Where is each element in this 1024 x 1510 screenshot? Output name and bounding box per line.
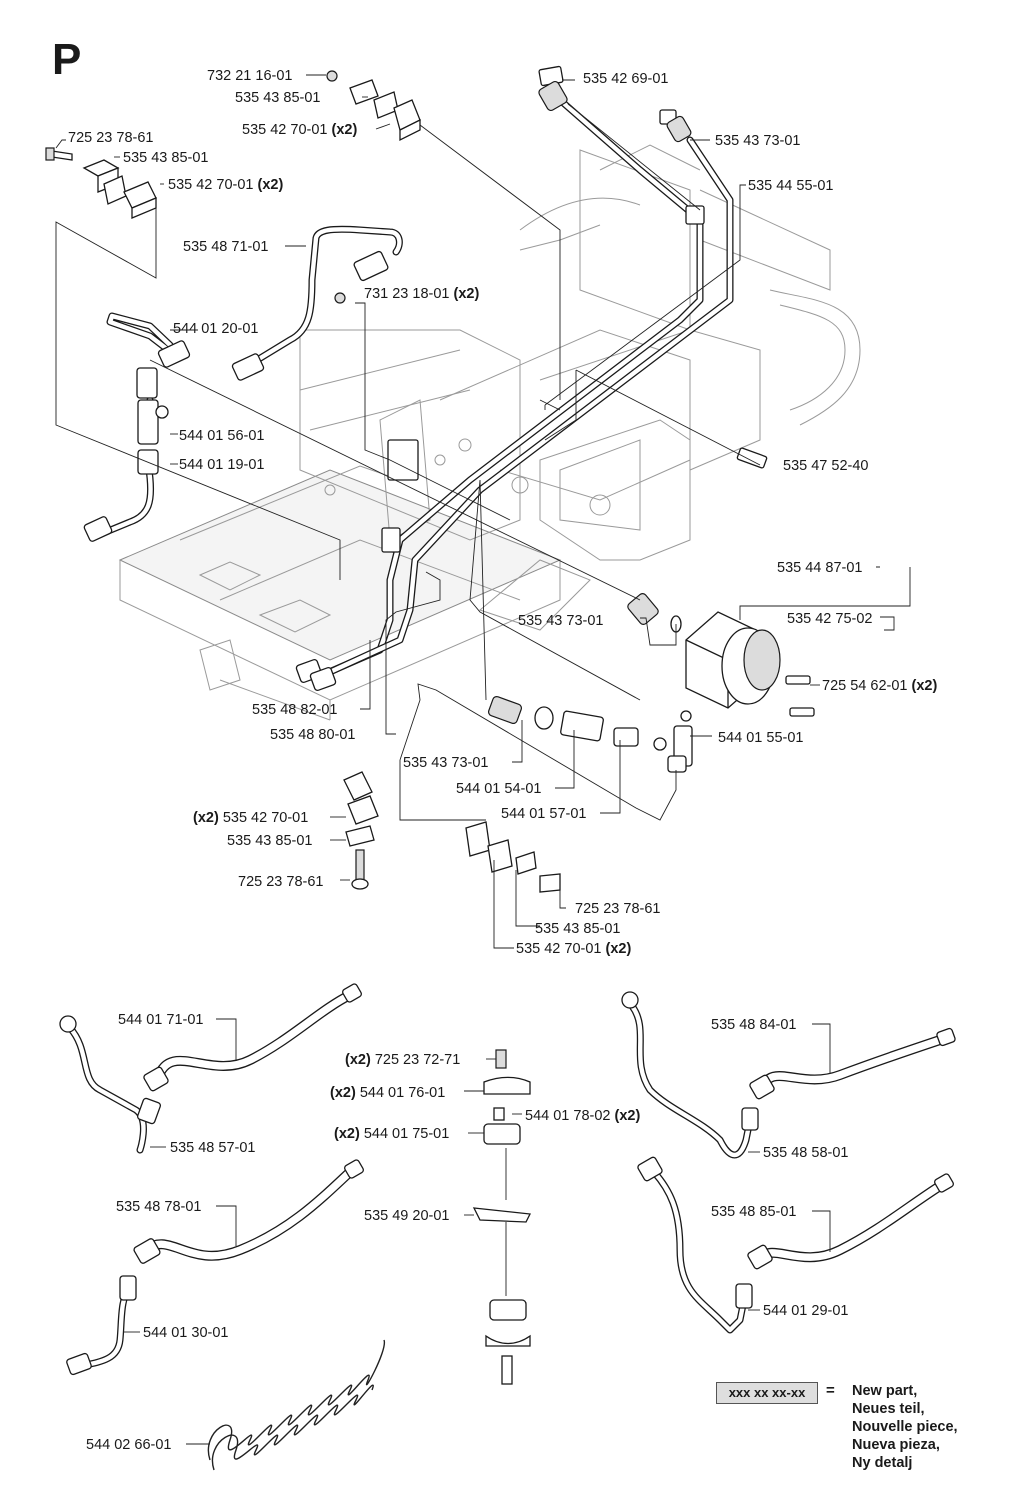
part-label: 535 43 73-01	[715, 133, 800, 149]
part-label: 535 48 71-01	[183, 239, 268, 255]
part-label: 535 42 70-01 (x2)	[516, 941, 631, 957]
part-label: 535 48 82-01	[252, 702, 337, 718]
part-labels: 732 21 16-01 535 43 85-01 535 42 70-01 (…	[68, 68, 937, 1453]
part-label: 535 44 55-01	[748, 178, 833, 194]
part-label: 544 01 20-01	[173, 321, 258, 337]
clamp-stack-top-center	[326, 70, 421, 142]
part-label: 544 01 19-01	[179, 457, 264, 473]
part-label: 535 48 85-01	[711, 1204, 796, 1220]
legend-text: New part, Neues teil, Nouvelle piece, Nu…	[852, 1382, 958, 1472]
part-label: 725 54 62-01 (x2)	[822, 678, 937, 694]
part-label: 535 43 85-01	[535, 921, 620, 937]
page-letter: P	[52, 35, 82, 84]
hose-535-48-85-01	[637, 1156, 954, 1334]
legend-line: Nouvelle piece,	[852, 1419, 958, 1435]
pump-assembly	[488, 593, 815, 773]
clamp-stack-top-left	[45, 147, 157, 219]
legend-line: Ny detalj	[852, 1455, 913, 1471]
part-label: 544 01 29-01	[763, 1303, 848, 1319]
spiral-guard-544-02-66-01	[186, 1339, 386, 1471]
part-label: 535 48 84-01	[711, 1017, 796, 1033]
part-label: 535 48 80-01	[270, 727, 355, 743]
part-label: 535 42 75-02	[787, 611, 872, 627]
clamp-stack-lower-center	[465, 821, 561, 893]
part-label: 535 42 69-01	[583, 71, 668, 87]
part-label: 544 01 30-01	[143, 1325, 228, 1341]
part-label: 544 01 71-01	[118, 1012, 203, 1028]
main-pipes	[92, 96, 734, 680]
part-label: 732 21 16-01	[207, 68, 292, 84]
part-label: 535 44 87-01	[777, 560, 862, 576]
part-label: 535 49 20-01	[364, 1208, 449, 1224]
part-label: 725 23 78-61	[575, 901, 660, 917]
part-label: 544 01 54-01	[456, 781, 541, 797]
clamp-stack-center	[464, 1049, 532, 1385]
part-label: 544 01 56-01	[179, 428, 264, 444]
legend-line: New part,	[852, 1383, 918, 1399]
part-label: 535 43 85-01	[123, 150, 208, 166]
legend-line: Nueva pieza,	[852, 1437, 940, 1453]
hose-544-01-71-01	[59, 983, 362, 1154]
hose-535-48-78-01	[66, 1159, 364, 1376]
part-label: 725 23 78-61	[68, 130, 153, 146]
part-label: 544 01 55-01	[718, 730, 803, 746]
part-label: (x2) 544 01 75-01	[334, 1126, 449, 1142]
legend-equals: =	[826, 1382, 835, 1399]
part-label: 535 48 78-01	[116, 1199, 201, 1215]
part-label: (x2) 544 01 76-01	[330, 1085, 445, 1101]
part-label: 535 43 85-01	[235, 90, 320, 106]
part-label: 535 42 70-01 (x2)	[168, 177, 283, 193]
hose-535-48-84-01	[621, 991, 956, 1159]
part-label: 544 01 78-02 (x2)	[525, 1108, 640, 1124]
part-label: 535 43 73-01	[403, 755, 488, 771]
part-label: (x2) 535 42 70-01	[193, 810, 308, 826]
clamp-stack-lower-left	[343, 771, 379, 890]
part-label: 535 43 73-01	[518, 613, 603, 629]
main-fittings	[83, 65, 768, 692]
part-label: 535 42 70-01 (x2)	[242, 122, 357, 138]
part-label: 544 02 66-01	[86, 1437, 171, 1453]
part-label: 731 23 18-01 (x2)	[364, 286, 479, 302]
legend-line: Neues teil,	[852, 1401, 925, 1417]
part-label: 535 43 85-01	[227, 833, 312, 849]
legend-new-part-swatch: xxx xx xx-xx	[716, 1382, 818, 1404]
part-label: 725 23 78-61	[238, 874, 323, 890]
part-label: (x2) 725 23 72-71	[345, 1052, 460, 1068]
part-label: 544 01 57-01	[501, 806, 586, 822]
part-label: 535 47 52-40	[783, 458, 868, 474]
part-label: 535 48 57-01	[170, 1140, 255, 1156]
leader-lines	[55, 74, 911, 949]
part-label: 535 48 58-01	[763, 1145, 848, 1161]
